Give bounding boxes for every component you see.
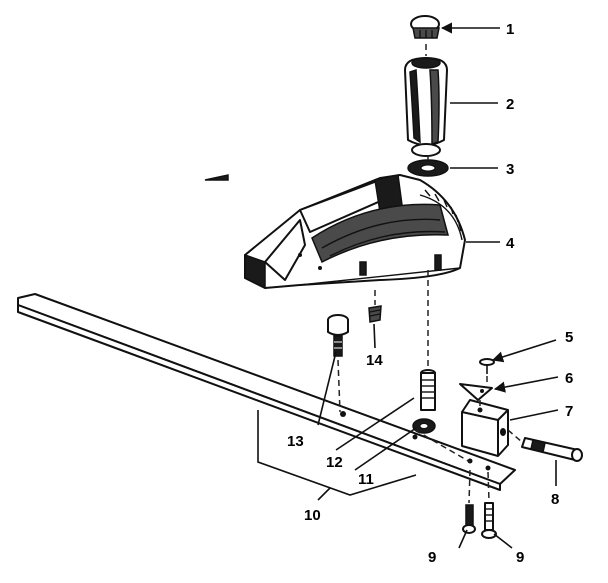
part-miter-gauge-body xyxy=(204,174,466,290)
callout-11: 11 xyxy=(358,471,374,488)
part-clip-plate xyxy=(459,383,493,401)
part-stud xyxy=(420,369,436,411)
callout-4: 4 xyxy=(506,235,515,252)
part-pin xyxy=(521,437,583,462)
callout-9-left: 9 xyxy=(428,549,436,566)
part-clamp-block xyxy=(461,399,509,457)
callout-labels: 1 2 3 4 5 6 7 8 9 9 10 11 12 13 14 xyxy=(287,21,573,566)
callout-2: 2 xyxy=(506,96,514,113)
part-small-washer xyxy=(412,418,436,434)
part-cap xyxy=(410,15,440,39)
part-set-screw xyxy=(368,305,382,323)
callout-5: 5 xyxy=(565,329,573,346)
callout-9-right: 9 xyxy=(516,549,524,566)
callout-1: 1 xyxy=(506,21,514,38)
part-washer xyxy=(407,159,449,177)
callout-6: 6 xyxy=(565,370,573,387)
part-handle-knob xyxy=(404,57,448,157)
part-bolt-left xyxy=(462,504,476,534)
callout-3: 3 xyxy=(506,161,514,178)
callout-10: 10 xyxy=(304,507,321,524)
callout-14: 14 xyxy=(366,352,383,369)
part-bolt-right xyxy=(481,502,497,539)
bracket-10 xyxy=(257,410,417,501)
callout-13: 13 xyxy=(287,433,304,450)
callout-8: 8 xyxy=(551,491,559,508)
part-stop-screw xyxy=(327,314,349,357)
part-guide-bar xyxy=(17,293,516,491)
callout-12: 12 xyxy=(326,454,343,471)
callout-7: 7 xyxy=(565,403,573,420)
assembly-lines xyxy=(337,44,523,504)
part-small-screw xyxy=(479,358,495,374)
leader-lines xyxy=(317,22,559,549)
